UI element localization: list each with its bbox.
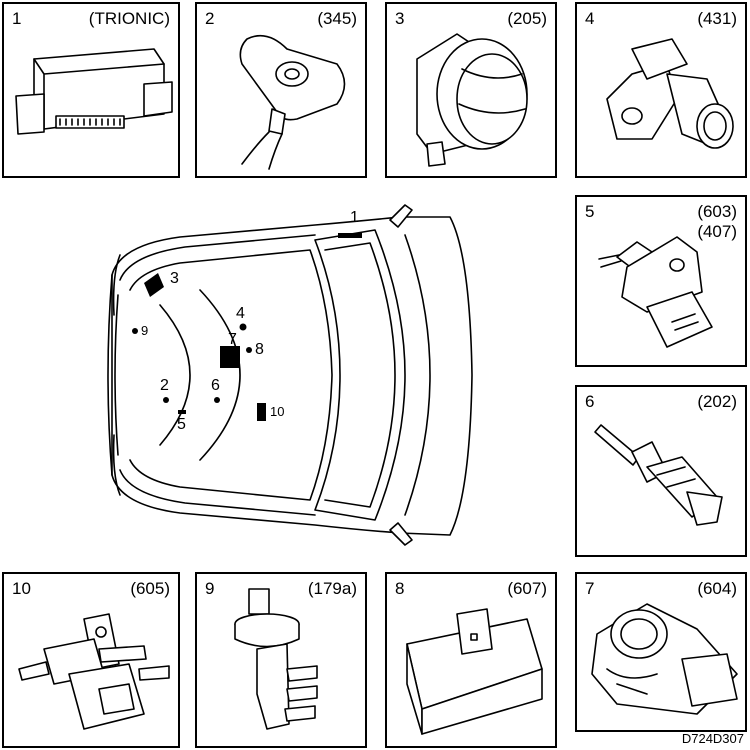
car-label-1: 1 [350, 209, 359, 226]
car-label-3: 3 [170, 270, 179, 287]
solenoid-valve-icon [18, 613, 170, 730]
panel-code: (431) [697, 9, 737, 28]
car-label-5: 5 [177, 416, 186, 433]
panel-number: 9 [205, 579, 215, 598]
panel-number: 1 [12, 9, 22, 28]
throttle-body-icon [591, 603, 738, 715]
panel-code: (202) [697, 392, 737, 411]
panel-number: 5 [585, 202, 595, 221]
marker-6 [214, 397, 220, 403]
panel-code: (604) [697, 579, 737, 598]
marker-2 [163, 397, 169, 403]
crankshaft-sensor-icon [239, 34, 346, 170]
component-panel-6: 6 (202) [575, 385, 747, 557]
ecu-icon [15, 48, 173, 135]
panel-number: 2 [205, 9, 215, 28]
car-label-8: 8 [255, 341, 264, 358]
marker-1 [338, 233, 362, 238]
panel-number: 4 [585, 9, 595, 28]
figure-reference: D724D307 [681, 731, 744, 746]
component-panel-8: 8 (607) [385, 572, 557, 748]
component-panel-10: 10 (605) [2, 572, 180, 748]
marker-9 [132, 328, 138, 334]
panel-code: (345) [317, 9, 357, 28]
panel-code: (607) [507, 579, 547, 598]
mass-air-flow-sensor-icon [416, 33, 528, 167]
car-label-9: 9 [141, 323, 149, 338]
panel-code: (205) [507, 9, 547, 28]
car-body-outline [111, 216, 473, 536]
map-sensor-icon [598, 236, 713, 348]
component-panel-5: 5 (603) (407) [575, 195, 747, 367]
temperature-sensor-icon [594, 424, 723, 526]
panel-code: (TRIONIC) [88, 9, 170, 28]
car-label-7: 7 [228, 331, 237, 348]
panel-number: 6 [585, 392, 595, 411]
car-label-10: 10 [270, 404, 285, 419]
component-panel-9: 9 (179a) [195, 572, 367, 748]
component-panel-1: 1 (TRIONIC) [2, 2, 180, 178]
component-panel-3: 3 (205) [385, 2, 557, 178]
pressure-sensor-icon [606, 38, 734, 149]
panel-number: 8 [395, 579, 405, 598]
marker-5 [178, 410, 186, 414]
car-label-2: 2 [160, 377, 169, 394]
component-panel-4: 4 (431) [575, 2, 747, 178]
marker-4 [239, 323, 247, 331]
component-panel-7: 7 (604) [575, 572, 747, 732]
vacuum-valve-icon [234, 588, 318, 730]
component-panel-2: 2 (345) [195, 2, 367, 178]
car-label-6: 6 [211, 377, 220, 394]
panel-code-secondary: (407) [697, 222, 737, 241]
car-engine-bay-diagram [107, 204, 473, 546]
control-module-icon [406, 608, 543, 735]
panel-number: 10 [12, 579, 31, 598]
panel-code: (179a) [307, 579, 357, 598]
marker-3 [144, 273, 164, 297]
panel-code: (603) [697, 202, 737, 221]
panel-code: (605) [130, 579, 170, 598]
panel-number: 7 [585, 579, 595, 598]
marker-7 [220, 346, 240, 368]
panel-number: 3 [395, 9, 405, 28]
marker-10 [257, 403, 266, 421]
marker-8 [246, 347, 252, 353]
car-label-4: 4 [236, 305, 245, 322]
